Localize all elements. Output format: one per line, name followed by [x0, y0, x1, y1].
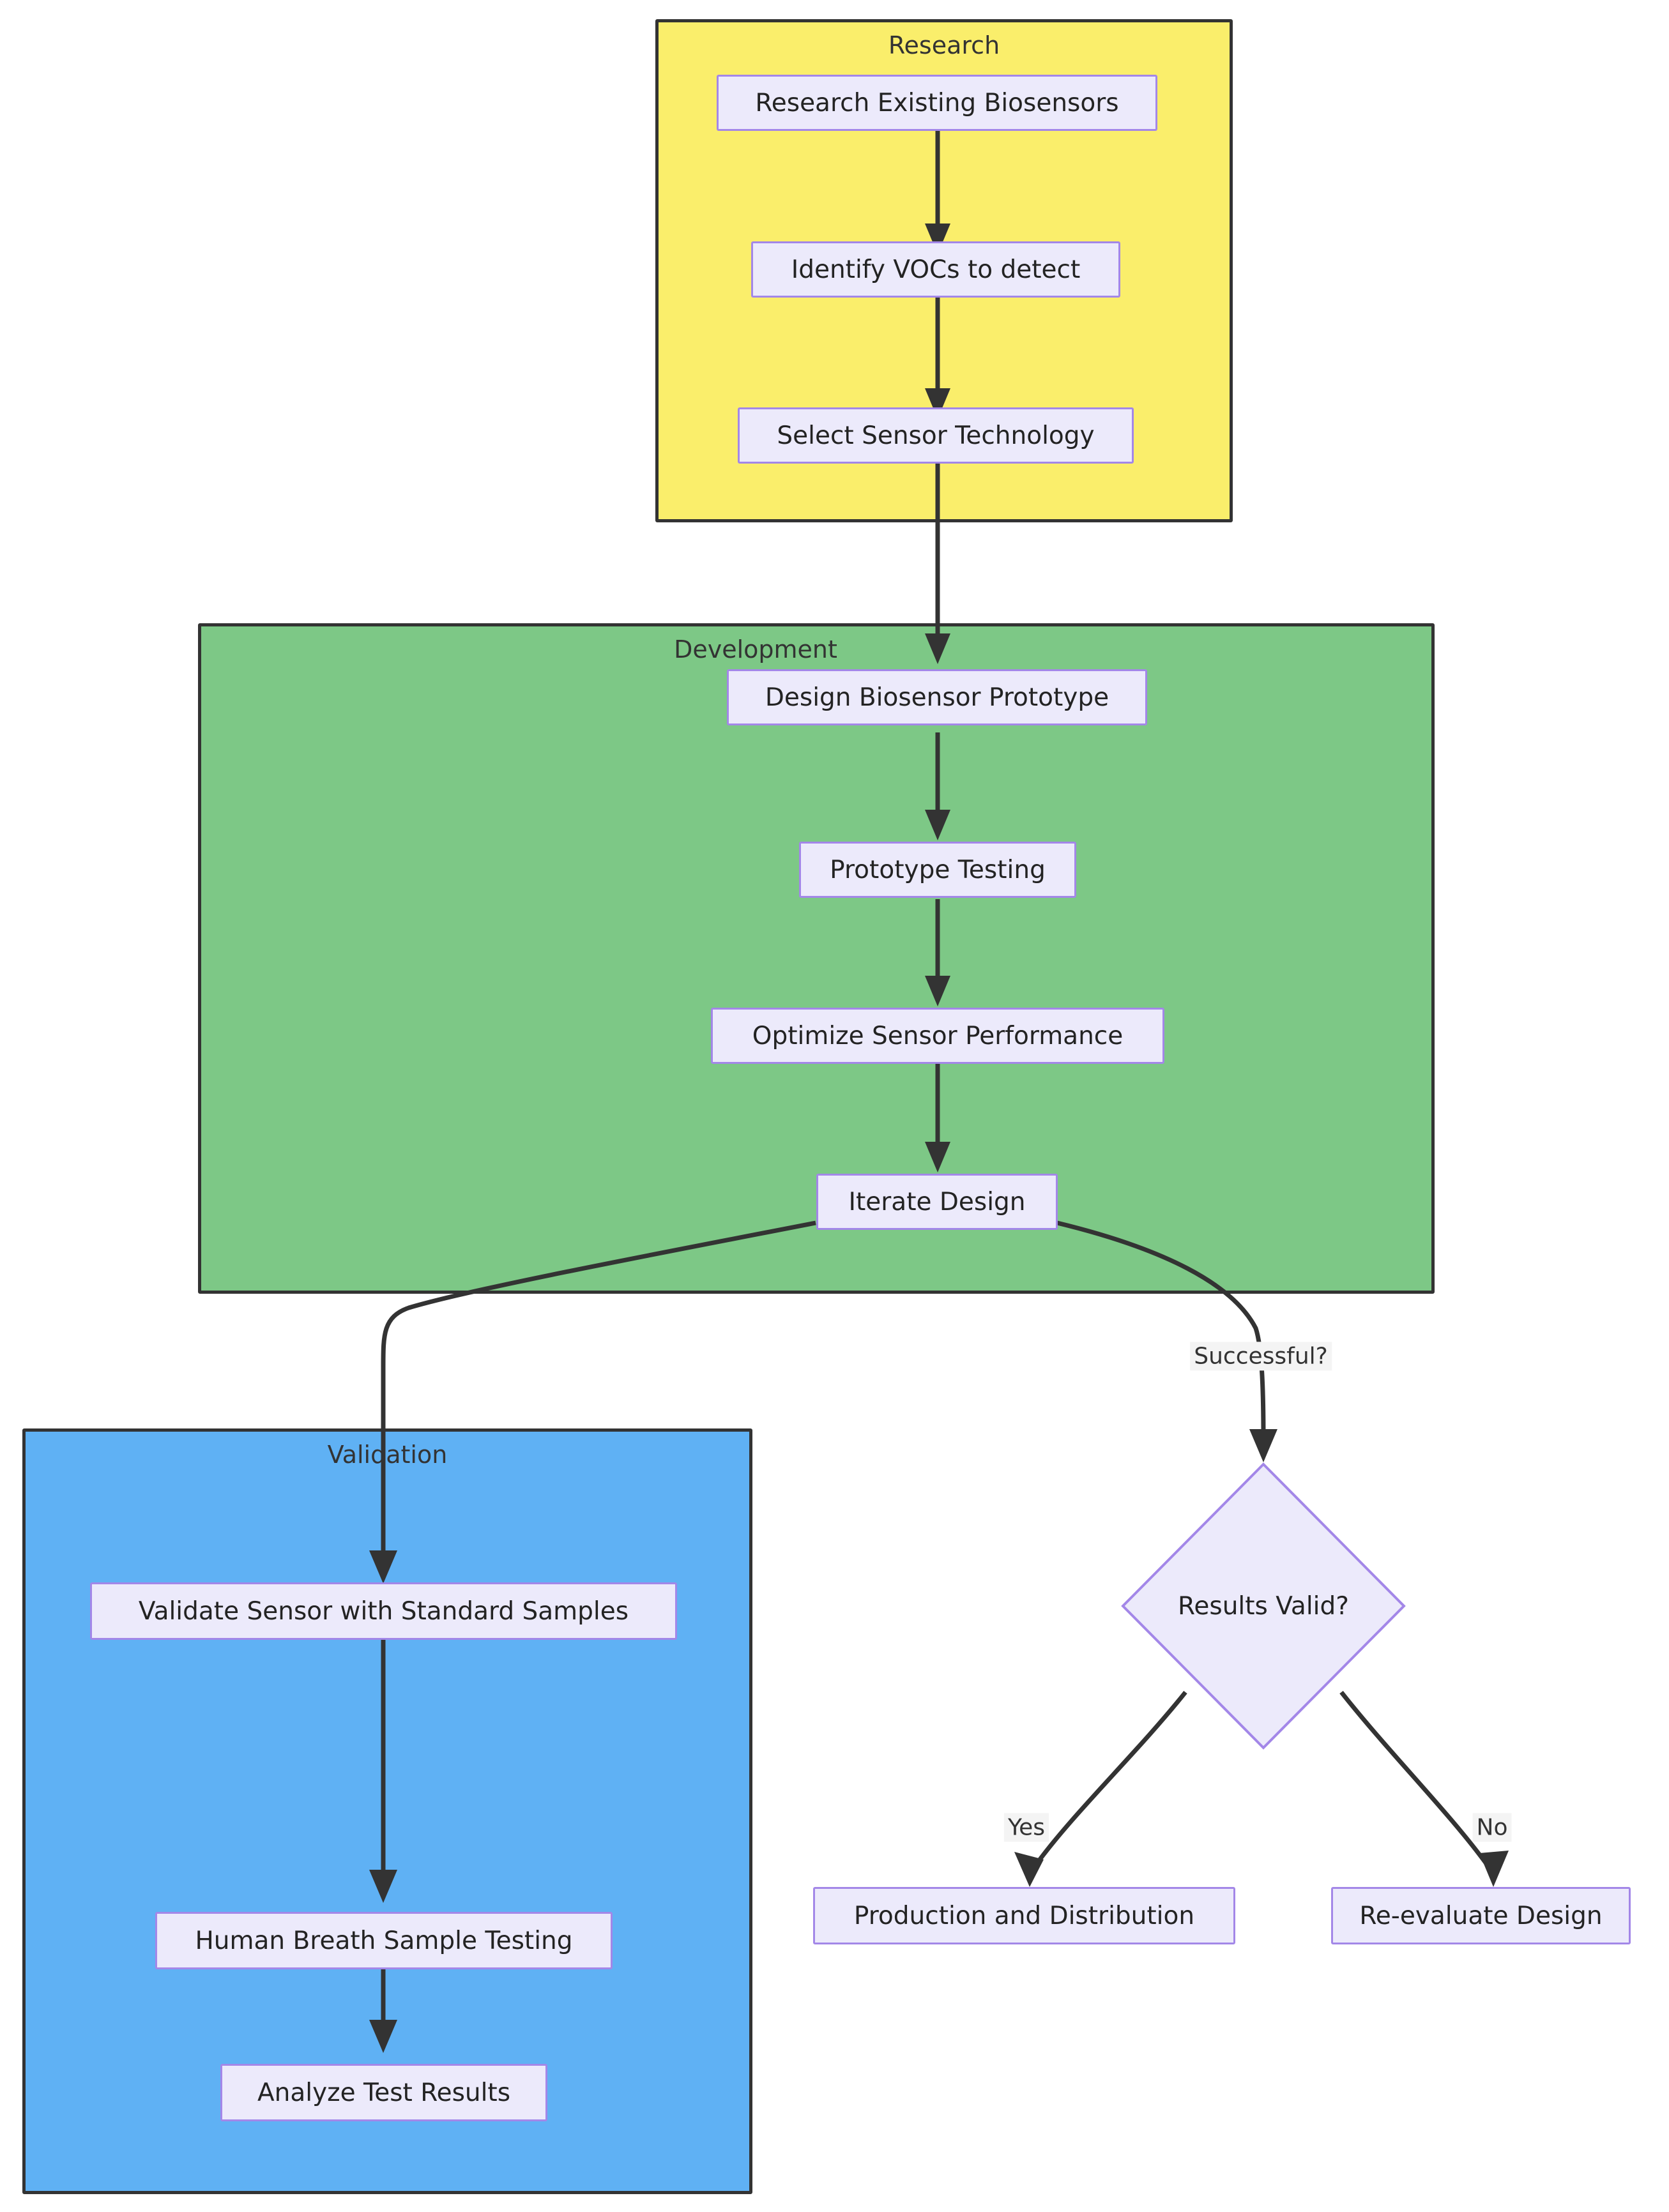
node-human-breath-sample-testing[interactable]: Human Breath Sample Testing [155, 1912, 613, 1969]
node-label: Human Breath Sample Testing [195, 1926, 573, 1955]
node-design-biosensor-prototype[interactable]: Design Biosensor Prototype [727, 669, 1147, 725]
edge-arrowhead [1014, 1852, 1044, 1887]
node-label: Design Biosensor Prototype [765, 683, 1109, 712]
node-prototype-testing[interactable]: Prototype Testing [799, 842, 1076, 898]
node-label: Research Existing Biosensors [755, 88, 1119, 117]
edge-arrowhead [1479, 1851, 1509, 1887]
diamond-shape [1121, 1462, 1406, 1750]
node-label: Prototype Testing [830, 855, 1046, 884]
node-analyze-test-results[interactable]: Analyze Test Results [220, 2064, 547, 2121]
node-label: Production and Distribution [853, 1901, 1195, 1930]
cluster-validation-title: Validation [327, 1441, 448, 1469]
node-research-existing-biosensors[interactable]: Research Existing Biosensors [717, 75, 1157, 131]
edge-arrowhead [1249, 1429, 1277, 1462]
node-label: Iterate Design [848, 1187, 1026, 1216]
node-label: Identify VOCs to detect [791, 255, 1081, 284]
node-iterate-design[interactable]: Iterate Design [816, 1174, 1058, 1230]
cluster-research-title: Research [888, 31, 1000, 59]
cluster-development-title: Development [674, 635, 837, 663]
node-production-and-distribution[interactable]: Production and Distribution [813, 1887, 1235, 1944]
node-results-valid[interactable]: Results Valid? [1121, 1462, 1406, 1750]
node-label: Analyze Test Results [257, 2078, 511, 2107]
edge-label-successful: Successful? [1190, 1342, 1332, 1371]
node-label: Validate Sensor with Standard Samples [138, 1596, 629, 1626]
node-validate-sensor-standard-samples[interactable]: Validate Sensor with Standard Samples [90, 1582, 677, 1640]
node-identify-vocs[interactable]: Identify VOCs to detect [751, 241, 1120, 298]
node-optimize-sensor-performance[interactable]: Optimize Sensor Performance [711, 1008, 1164, 1064]
node-label: Select Sensor Technology [777, 421, 1095, 450]
edge-label-yes: Yes [1003, 1813, 1049, 1842]
node-reevaluate-design[interactable]: Re-evaluate Design [1331, 1887, 1631, 1944]
node-label: Optimize Sensor Performance [752, 1021, 1124, 1050]
node-label: Re-evaluate Design [1359, 1901, 1603, 1930]
node-select-sensor-technology[interactable]: Select Sensor Technology [738, 407, 1134, 464]
edge-label-no: No [1472, 1813, 1512, 1842]
